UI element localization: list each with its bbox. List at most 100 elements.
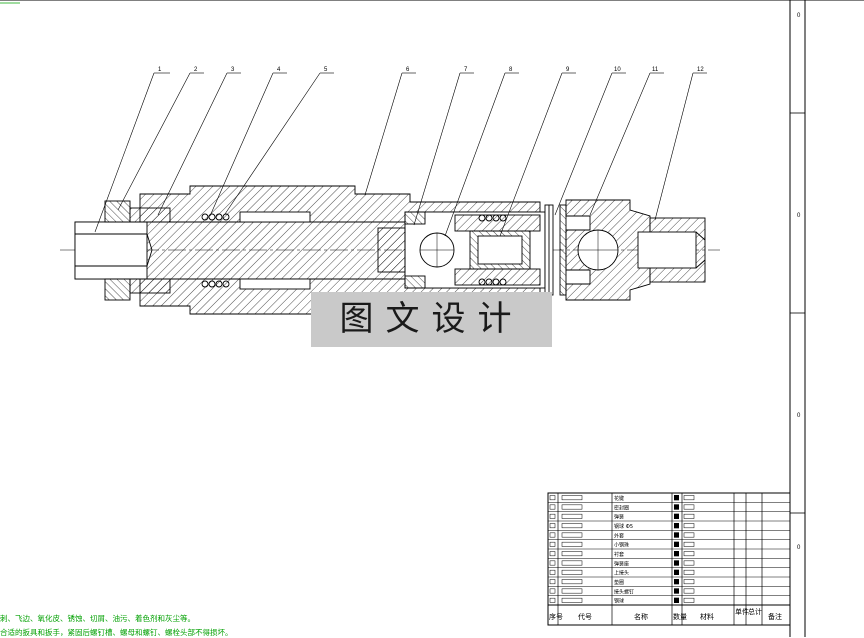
- table-cell-qty-mark: [674, 513, 679, 519]
- parts-list-header: 序号 代号 名称 数量 材料 单件 总计 备注: [549, 607, 782, 621]
- table-cell-mark: [683, 569, 695, 575]
- technical-note: 刺、飞边、氧化皮、锈蚀、切屑、油污、着色剂和灰尘等。: [0, 614, 195, 623]
- table-cell-qty-mark: [674, 588, 679, 594]
- balloon-label: 2: [194, 67, 198, 73]
- balloon-label: 1: [158, 67, 162, 73]
- zone-mark: 0: [797, 545, 801, 551]
- balloon-label: 5: [324, 67, 328, 73]
- table-cell-mark: [683, 560, 695, 566]
- header-single: 单件: [735, 607, 749, 616]
- table-cell-qty-mark: [674, 504, 679, 510]
- balloon-label: 6: [406, 67, 410, 73]
- technical-note: 合适的扳具和扳手，紧固后螺钉槽、螺母和螺钉、螺栓头部不得损坏。: [0, 628, 233, 637]
- table-cell-mark: [549, 523, 556, 529]
- bushing-top: [454, 214, 541, 232]
- balloon-label: 10: [614, 67, 621, 73]
- table-cell-mark: [561, 588, 583, 594]
- table-cell-name: 衬套: [614, 551, 624, 558]
- table-cell-mark: [683, 597, 695, 603]
- table-cell-mark: [561, 495, 583, 501]
- table-cell-qty-mark: [674, 579, 679, 585]
- table-cell-mark: [561, 597, 583, 603]
- table-cell-mark: [549, 560, 556, 566]
- table-cell-name: 弹簧: [614, 514, 624, 521]
- table-cell-mark: [683, 504, 695, 510]
- zone-mark: 0: [797, 213, 801, 219]
- table-cell-mark: [683, 513, 695, 519]
- table-cell-mark: [549, 513, 556, 519]
- table-cell-qty-mark: [674, 560, 679, 566]
- table-cell-mark: [561, 560, 583, 566]
- table-cell-mark: [549, 551, 556, 557]
- table-cell-mark: [561, 579, 583, 585]
- left-nut-bottom: [104, 278, 131, 301]
- zone-mark: 0: [797, 13, 801, 19]
- table-cell-name: 钢球 Ф5: [614, 523, 633, 530]
- table-cell-mark: [561, 523, 583, 529]
- table-cell-mark: [683, 551, 695, 557]
- table-cell-mark: [549, 579, 556, 585]
- table-cell-qty-mark: [674, 569, 679, 575]
- header-material: 材料: [700, 612, 714, 621]
- balloon-label: 4: [277, 67, 281, 73]
- shaft-end: [377, 227, 406, 273]
- header-code: 代号: [578, 612, 592, 621]
- balloon-label: 11: [652, 67, 659, 73]
- part-balloons: 1 2 3 4 5 6 7 8 9 10 11 12: [158, 67, 704, 73]
- header-remark: 备注: [768, 612, 782, 621]
- table-cell-mark: [549, 569, 556, 575]
- zone-mark: 0: [797, 413, 801, 419]
- table-cell-mark: [549, 532, 556, 538]
- table-cell-mark: [683, 523, 695, 529]
- table-cell-mark: [561, 532, 583, 538]
- table-cell-qty-mark: [674, 597, 679, 603]
- table-cell-name: 弹簧座: [614, 560, 629, 567]
- balloon-label: 8: [509, 67, 513, 73]
- table-cell-mark: [683, 541, 695, 547]
- left-nut-top: [104, 200, 131, 223]
- table-cell-qty-mark: [674, 532, 679, 538]
- balloon-label: 7: [464, 67, 468, 73]
- table-cell-mark: [549, 541, 556, 547]
- table-cell-name: 小钢珠: [614, 542, 629, 549]
- table-cell-name: 垫圈: [614, 579, 624, 586]
- table-cell-mark: [561, 541, 583, 547]
- table-cell-mark: [561, 569, 583, 575]
- table-cell-mark: [683, 588, 695, 594]
- table-cell-mark: [561, 504, 583, 510]
- table-cell-mark: [683, 532, 695, 538]
- balloon-label: 3: [231, 67, 235, 73]
- watermark-background: [311, 292, 552, 347]
- header-name: 名称: [634, 612, 648, 621]
- table-cell-qty-mark: [674, 551, 679, 557]
- table-cell-mark: [549, 597, 556, 603]
- table-cell-mark: [549, 504, 556, 510]
- bushing-bottom: [454, 268, 541, 286]
- table-cell-name: 外套: [614, 532, 624, 539]
- seal-rings-left: [201, 213, 230, 288]
- shaft-bore: [74, 221, 148, 280]
- balloon-label: 9: [566, 67, 570, 73]
- table-cell-qty-mark: [674, 541, 679, 547]
- balloon-label: 12: [697, 67, 704, 73]
- table-cell-qty-mark: [674, 523, 679, 529]
- header-qty: 数量: [673, 612, 687, 621]
- table-cell-name: 密封圈: [614, 504, 629, 511]
- leader-lines: [94, 72, 707, 237]
- header-total: 总计: [748, 607, 762, 616]
- table-cell-qty-mark: [674, 495, 679, 501]
- table-cell-mark: [549, 495, 556, 501]
- table-cell-mark: [561, 551, 583, 557]
- header-seq: 序号: [549, 612, 563, 621]
- table-cell-mark: [561, 513, 583, 519]
- table-cell-mark: [683, 495, 695, 501]
- table-cell-mark: [683, 579, 695, 585]
- table-cell-name: 上接头: [614, 570, 629, 577]
- table-cell-mark: [549, 588, 556, 594]
- zone-marks: 0 0 0 0: [797, 13, 801, 551]
- table-cell-name: 钢球: [614, 598, 624, 605]
- section-view: [60, 185, 720, 315]
- table-cell-name: 花键: [614, 495, 624, 502]
